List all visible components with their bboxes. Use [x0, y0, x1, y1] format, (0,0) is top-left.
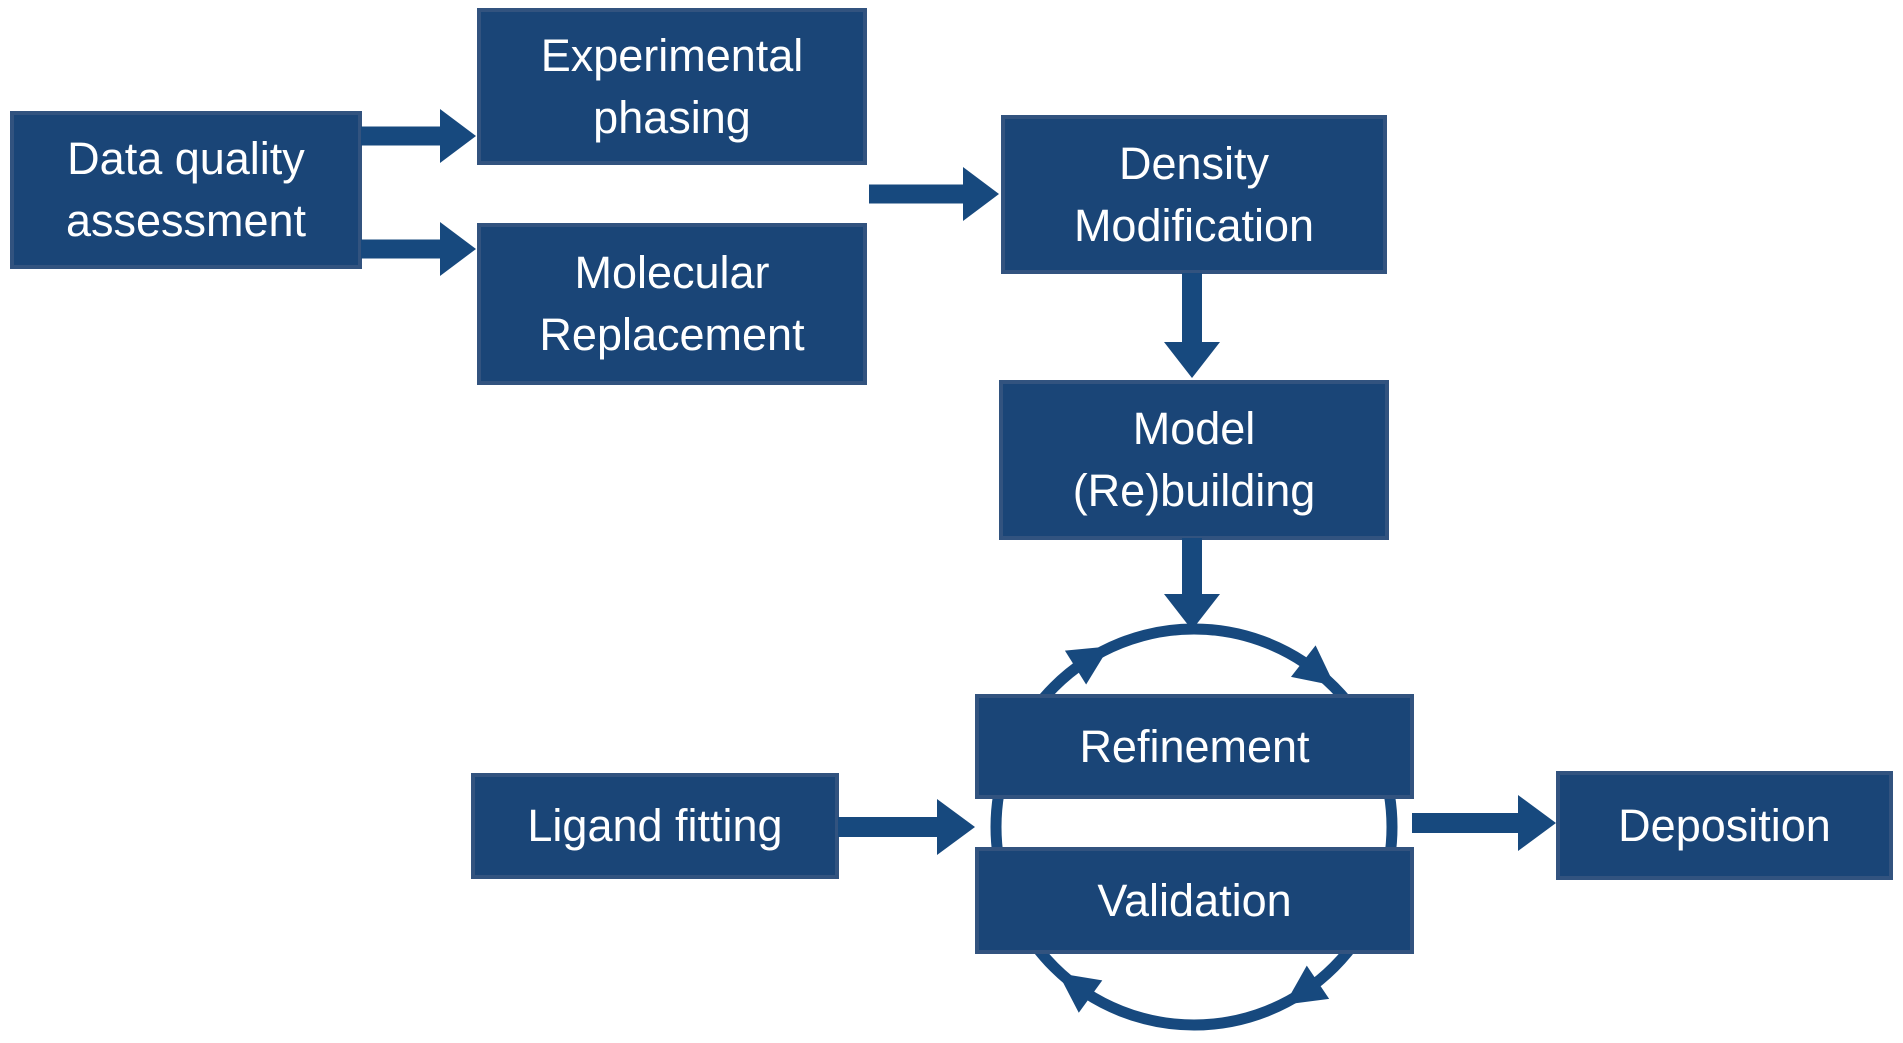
node-label: Experimental phasing — [540, 29, 804, 143]
node-density-modification: Density Modification — [1001, 115, 1387, 274]
arrow-model-to-cycle — [1164, 538, 1220, 630]
node-label: Data quality assessment — [65, 133, 307, 246]
node-ligand-fitting: Ligand fitting — [471, 773, 839, 879]
arrow-density-to-model — [1164, 273, 1220, 378]
arrow-phasing-to-density — [869, 167, 999, 221]
node-refinement: Refinement — [975, 694, 1414, 799]
arrow-dataquality-to-phasing — [361, 109, 476, 163]
arrow-ligand-to-cycle — [838, 799, 975, 855]
node-label: Density Modification — [1073, 137, 1315, 251]
node-label: Validation — [1097, 874, 1292, 926]
node-label: Refinement — [1079, 720, 1310, 772]
cycle-arrowhead-bottom-right — [1284, 965, 1330, 1005]
cycle-arrowhead-top-left — [1064, 646, 1110, 685]
node-label: Deposition — [1618, 799, 1831, 851]
cycle-arrowhead-top-right — [1290, 645, 1335, 686]
cycle-circle — [990, 623, 1398, 1031]
node-validation: Validation — [975, 847, 1414, 954]
cycle-arrowhead-bottom-left — [1058, 973, 1103, 1013]
node-deposition: Deposition — [1556, 771, 1893, 880]
node-data-quality-assessment: Data quality assessment — [10, 111, 362, 269]
node-molecular-replacement: Molecular Replacement — [477, 223, 867, 385]
arrow-cycle-to-deposition — [1412, 795, 1556, 851]
node-model-rebuilding: Model (Re)building — [999, 380, 1389, 540]
node-label: Ligand fitting — [527, 800, 783, 851]
node-label: Model (Re)building — [1072, 403, 1316, 516]
arrow-dataquality-to-molecular — [361, 222, 476, 276]
node-label: Molecular Replacement — [539, 247, 805, 360]
node-experimental-phasing: Experimental phasing — [477, 8, 867, 165]
